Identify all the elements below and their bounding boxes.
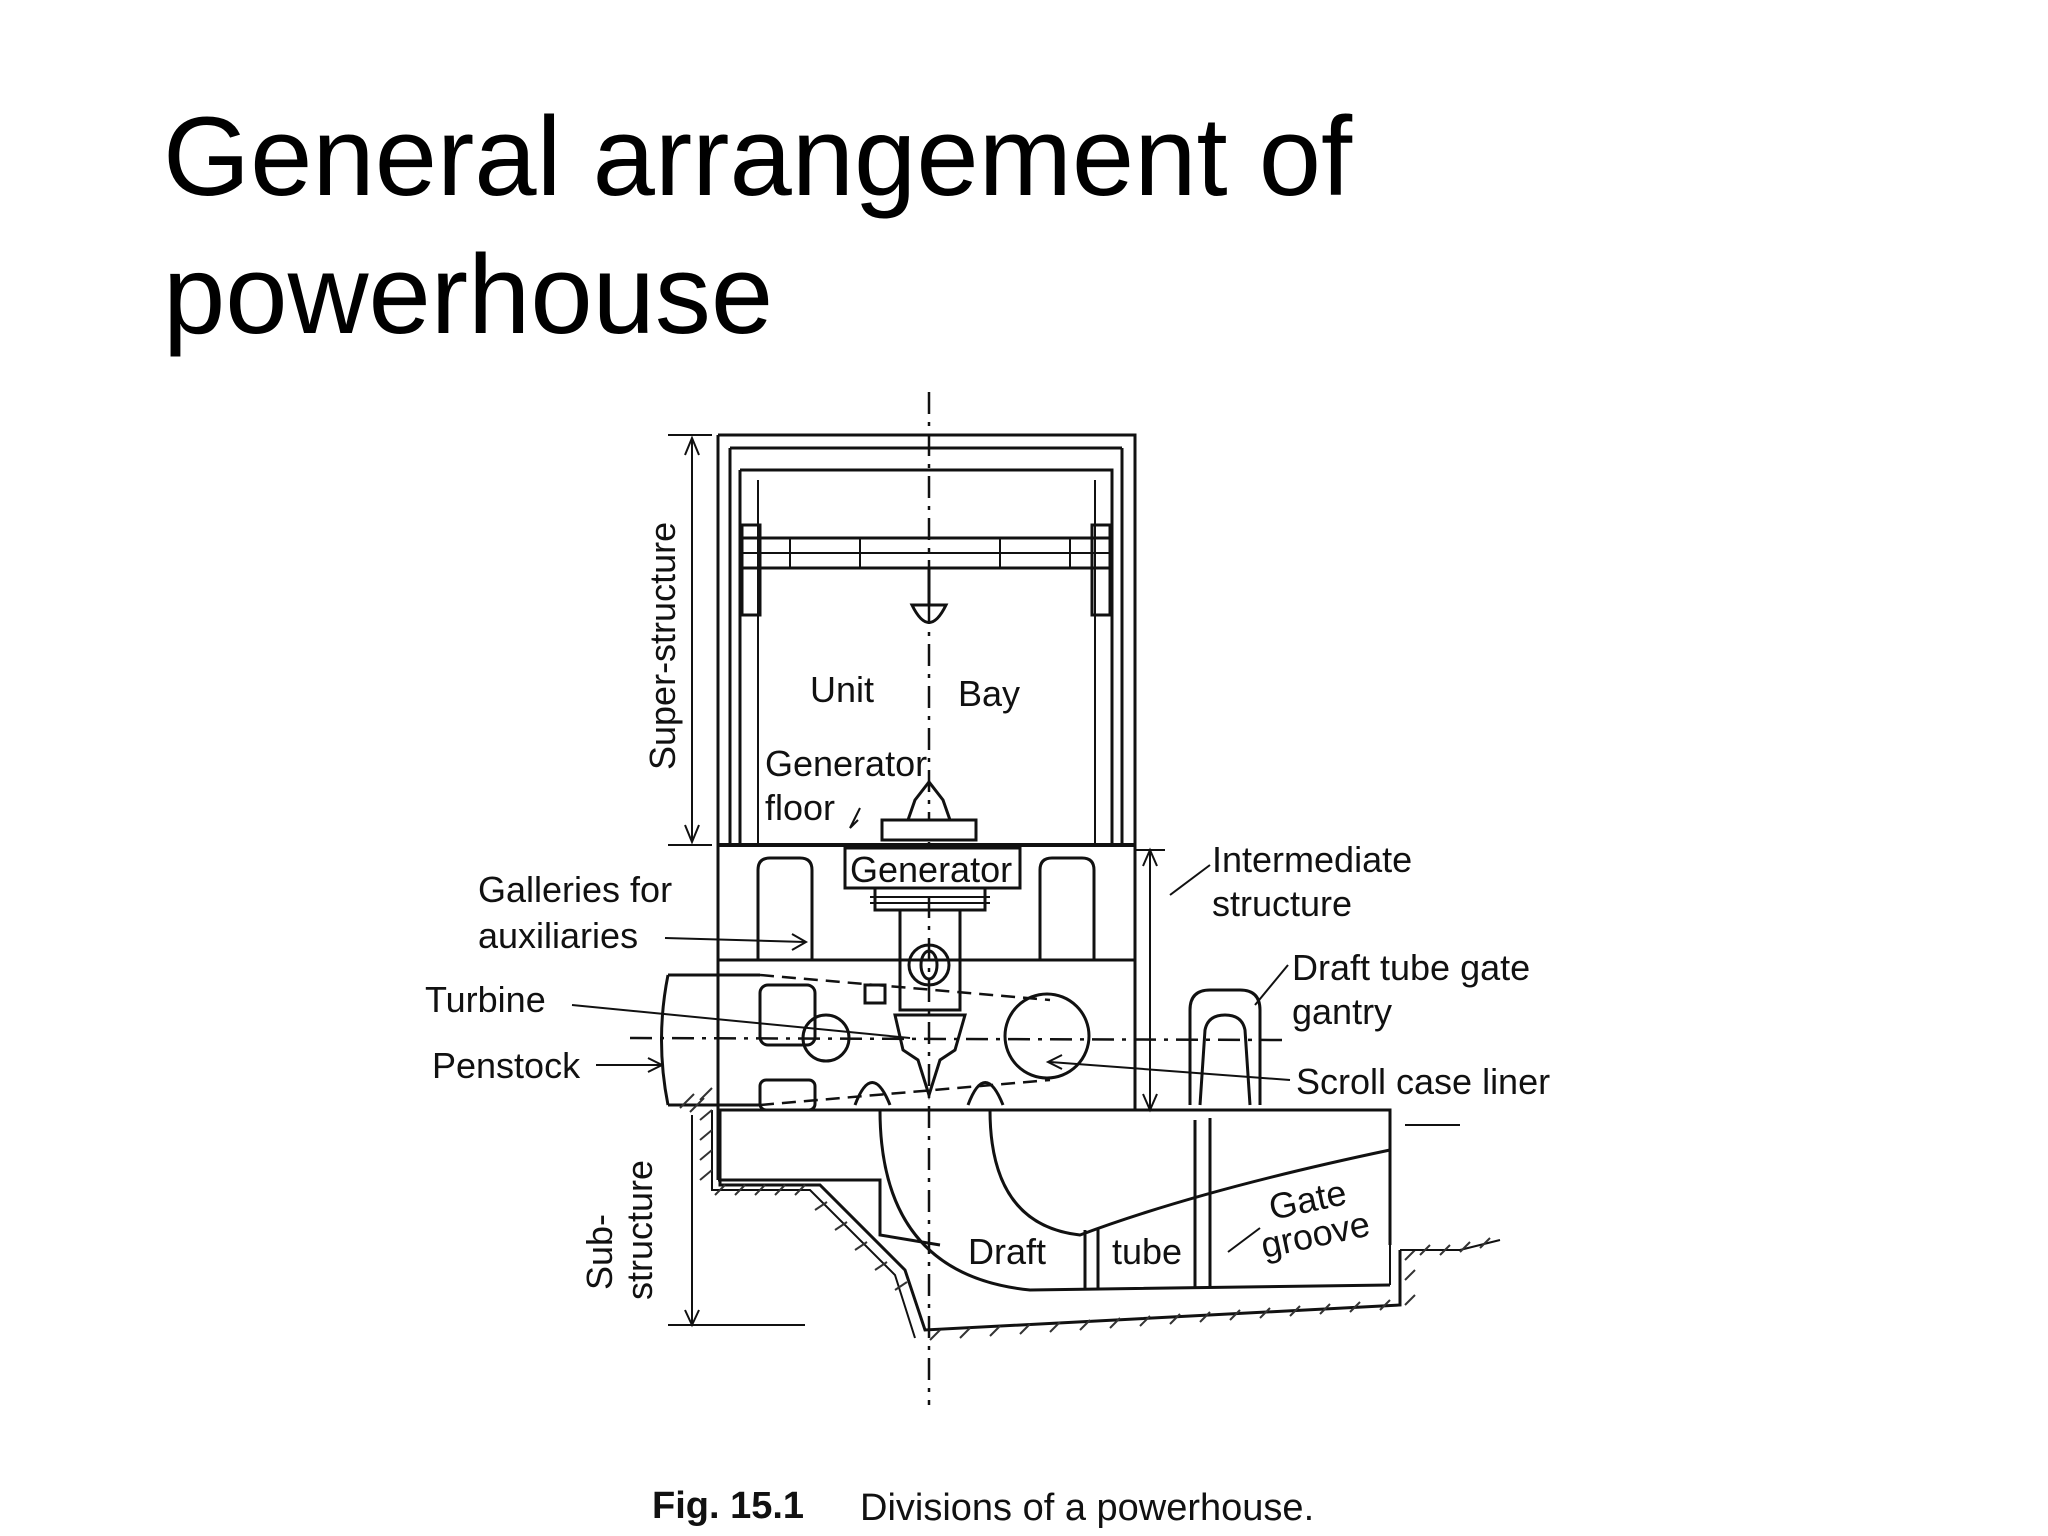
label-sub-structure-1: Sub- bbox=[579, 1214, 620, 1290]
label-unit: Unit bbox=[810, 669, 874, 710]
leader-lines bbox=[571, 807, 1291, 1253]
label-generator-floor-1: Generator bbox=[765, 743, 927, 784]
label-bay: Bay bbox=[958, 673, 1020, 714]
super-structure-frame bbox=[716, 433, 1137, 845]
label-generator-floor-2: floor bbox=[765, 787, 835, 828]
figure-caption: Divisions of a powerhouse. bbox=[860, 1487, 1314, 1529]
label-draft: Draft bbox=[968, 1231, 1046, 1272]
slide-title: General arrangement of powerhouse bbox=[163, 88, 1863, 364]
label-galleries-1: Galleries for bbox=[478, 869, 672, 910]
label-sub-structure-2: structure bbox=[619, 1160, 660, 1300]
penstock bbox=[629, 973, 1291, 1107]
draft-tube-gate-gantry bbox=[1188, 988, 1262, 1106]
intermediate-structure bbox=[716, 845, 1137, 1112]
label-generator: Generator bbox=[850, 849, 1012, 890]
label-scroll-case: Scroll case liner bbox=[1296, 1061, 1550, 1102]
label-super-structure: Super-structure bbox=[642, 522, 683, 770]
slide-title-line-1: General arrangement of bbox=[163, 94, 1353, 219]
figure-number: Fig. 15.1 bbox=[652, 1485, 804, 1527]
label-tube: tube bbox=[1112, 1231, 1182, 1272]
label-penstock: Penstock bbox=[432, 1045, 581, 1086]
label-draft-gate-2: gantry bbox=[1292, 991, 1392, 1032]
generator-assembly bbox=[843, 779, 1022, 1101]
label-intermediate-2: structure bbox=[1212, 883, 1352, 924]
label-intermediate-1: Intermediate bbox=[1212, 839, 1412, 880]
crane-girder bbox=[740, 523, 1112, 624]
label-draft-gate-1: Draft tube gate bbox=[1292, 947, 1530, 988]
ground-hatching bbox=[679, 1087, 1501, 1341]
slide-title-line-2: powerhouse bbox=[163, 232, 774, 357]
scroll-case-right bbox=[1003, 992, 1091, 1080]
dimension-lines bbox=[668, 434, 1460, 1328]
label-galleries-2: auxiliaries bbox=[478, 915, 638, 956]
label-turbine: Turbine bbox=[425, 979, 546, 1020]
substructure bbox=[716, 1108, 1402, 1332]
